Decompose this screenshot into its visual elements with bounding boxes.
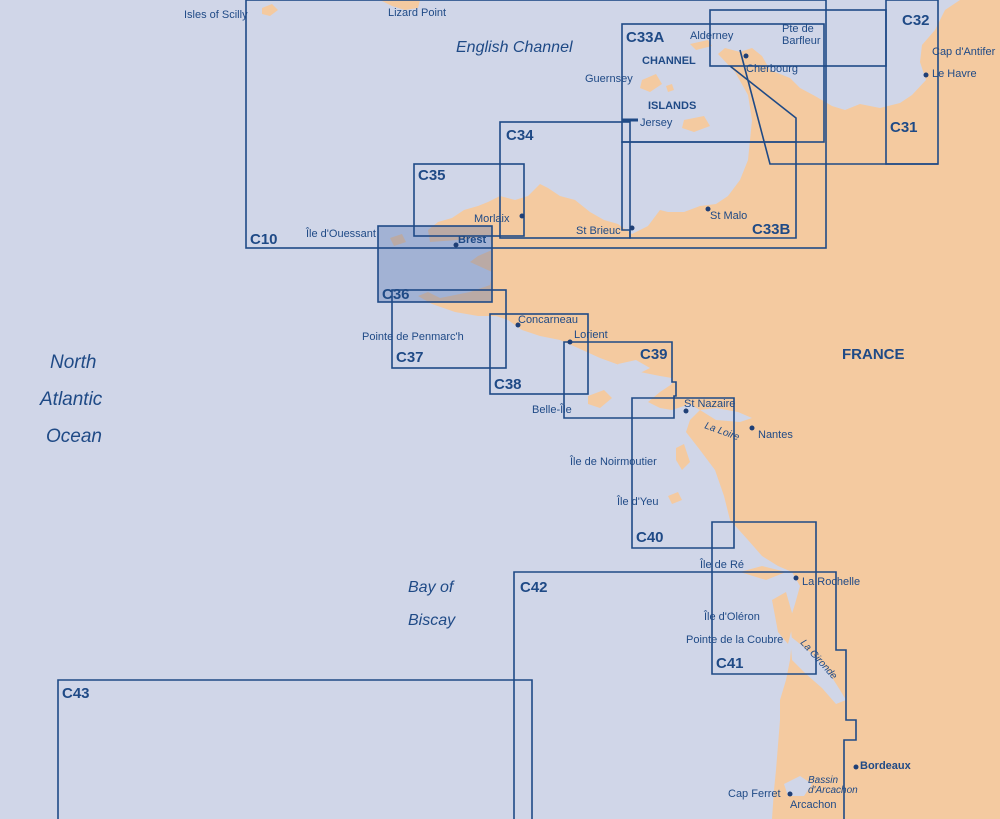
place-ile-d-ouessant: Île d'Ouessant (305, 227, 376, 240)
place-ile-d-yeu: Île d'Yeu (616, 495, 658, 508)
place-d-arcachon: d'Arcachon (808, 785, 858, 796)
region-label-islands: ISLANDS (648, 100, 696, 112)
place-jersey: Jersey (640, 117, 673, 129)
place-bordeaux: Bordeaux (860, 760, 912, 772)
chart-label-c43: C43 (62, 685, 90, 702)
chart-box-c39[interactable] (563, 341, 677, 419)
place-barfleur: Barfleur (782, 35, 821, 47)
chart-box-c42[interactable] (513, 571, 857, 819)
place-ile-de-re: Île de Ré (699, 558, 744, 571)
sea-label-ocean: Ocean (46, 426, 102, 447)
chart-label-c42: C42 (520, 579, 548, 596)
place-la-rochelle: La Rochelle (802, 576, 860, 588)
chart-label-c38: C38 (494, 376, 522, 393)
ile-d-yeu-land (668, 492, 682, 504)
bassin-d-arcachon (784, 776, 812, 796)
place-st-brieuc: St Brieuc (576, 225, 621, 237)
sark-land (666, 84, 674, 92)
ile-de-re-land (740, 566, 786, 580)
sea-label-bay-of: Bay of (408, 579, 455, 596)
chart-label-c41: C41 (716, 655, 744, 672)
isles-of-scilly-land (262, 4, 278, 16)
jersey-land (682, 116, 710, 132)
belle-ile-land (588, 390, 612, 408)
chart-box-c36[interactable] (377, 225, 493, 303)
sea-label-english-channel: English Channel (456, 39, 573, 56)
chart-label-c10: C10 (250, 231, 278, 248)
place-lizard-point: Lizard Point (388, 7, 446, 19)
chart-box-c40[interactable] (631, 397, 735, 549)
place-bassin: Bassin (808, 775, 838, 786)
chart-box-c33a-upper[interactable] (709, 9, 887, 67)
place-cap-d-antifer: Cap d'Antifer (932, 46, 996, 58)
place-brest: Brest (458, 234, 486, 246)
chart-label-c31: C31 (890, 119, 918, 136)
alderney-land (690, 40, 712, 50)
place-concarneau: Concarneau (518, 314, 578, 326)
chart-label-c34: C34 (506, 127, 534, 144)
sea-label-biscay: Biscay (408, 612, 456, 629)
place-le-havre: Le Havre (932, 68, 977, 80)
chart-box-c37[interactable] (391, 289, 507, 369)
place-isles-of-scilly: Isles of Scilly (184, 9, 248, 21)
chart-label-c40: C40 (636, 529, 664, 546)
chart-box-c38[interactable] (489, 313, 589, 395)
ile-d-oleron-land (772, 592, 794, 644)
place-arcachon: Arcachon (790, 799, 836, 811)
chart-label-c39: C39 (640, 346, 668, 363)
place-nantes: Nantes (758, 429, 793, 441)
sea-label-atlantic: Atlantic (39, 389, 103, 410)
chart-label-c35: C35 (418, 167, 446, 184)
gironde-estuary (790, 636, 846, 704)
place-st-nazaire: St Nazaire (684, 398, 735, 410)
place-alderney: Alderney (690, 30, 734, 42)
place-st-malo: St Malo (710, 210, 747, 222)
chart-label-c36: C36 (382, 286, 410, 303)
chart-label-c33a: C33A (626, 29, 665, 46)
chart-box-c41[interactable] (711, 521, 817, 675)
chart-c33a-side-line (729, 65, 797, 142)
chart-box-c10[interactable] (245, 0, 827, 249)
golfe-du-morbihan (618, 360, 650, 374)
chart-label-c32: C32 (902, 12, 930, 29)
place-markers (453, 53, 929, 797)
cornwall-coast (380, 0, 420, 10)
chart-c33a-diagonal (739, 49, 938, 165)
place-cap-ferret: Cap Ferret (728, 788, 781, 800)
place-pointe-de-penmarch: Pointe de Penmarc'h (362, 331, 464, 343)
sea-label-north: North (50, 352, 96, 373)
place-morlaix: Morlaix (474, 213, 510, 225)
loire-estuary (700, 408, 752, 422)
ile-de-noirmoutier-land (676, 444, 690, 470)
chart-box-c43[interactable] (57, 679, 533, 819)
chart-label-c37: C37 (396, 349, 424, 366)
guernsey-land (640, 74, 662, 92)
ile-d-ouessant-land (390, 234, 406, 246)
chart-label-c33b: C33B (752, 221, 791, 238)
place-pte-de: Pte de (782, 23, 814, 35)
place-pointe-de-la-coubre: Pointe de la Coubre (686, 634, 783, 646)
place-ile-de-noirmoutier: Île de Noirmoutier (569, 455, 657, 468)
place-belle-ile: Belle-Île (532, 403, 572, 416)
region-label-channel: CHANNEL (642, 55, 696, 67)
place-guernsey: Guernsey (585, 73, 633, 85)
chart-box-c34[interactable] (499, 121, 631, 239)
place-lorient: Lorient (574, 329, 608, 341)
chart-box-c35[interactable] (413, 163, 525, 237)
country-label-france: FRANCE (842, 346, 905, 363)
place-cherbourg: Cherbourg (746, 63, 798, 75)
place-ile-d-oleron: Île d'Oléron (703, 610, 760, 623)
